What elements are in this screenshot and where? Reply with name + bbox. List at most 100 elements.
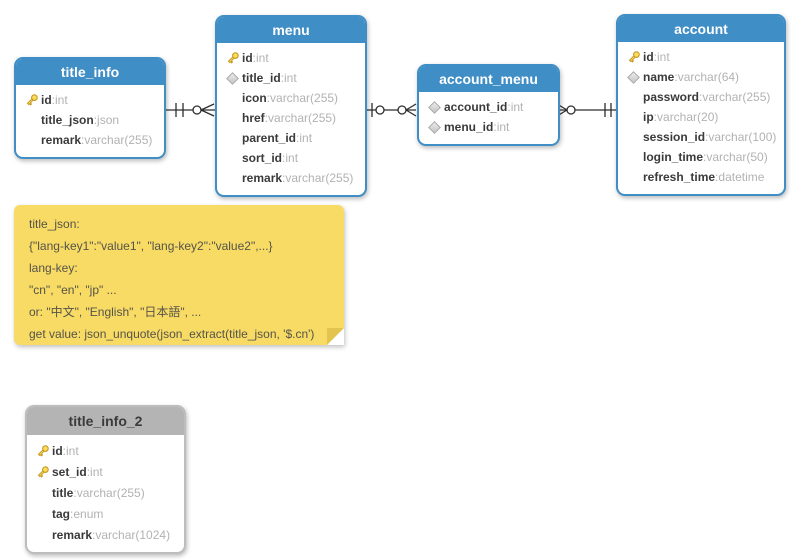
table-row[interactable]: menu_id: int [419, 117, 558, 137]
table-row[interactable]: icon: varchar(255) [217, 88, 365, 108]
field-type: int [285, 151, 299, 165]
field-type: int [510, 100, 524, 114]
relationship-account_menu-account[interactable] [556, 103, 616, 117]
field-name: session_id [643, 130, 706, 144]
field-separator: : [81, 133, 85, 147]
field-separator: : [86, 464, 91, 479]
foreign-key-diamond-icon [223, 71, 242, 85]
table-row[interactable]: sort_id: int [217, 148, 365, 168]
field-separator: : [703, 150, 707, 164]
field-name: id [643, 50, 654, 64]
table-row[interactable]: password: varchar(255) [618, 87, 784, 107]
field-name: ip [643, 110, 654, 124]
table-row[interactable]: id: int [217, 48, 365, 68]
table-row[interactable]: refresh_time: datetime [618, 167, 784, 187]
field-separator: : [653, 110, 658, 124]
table-row[interactable]: id: int [618, 47, 784, 67]
field-name: menu_id [444, 120, 494, 134]
table-row[interactable]: name: varchar(64) [618, 67, 784, 87]
table-row[interactable]: title: varchar(255) [27, 482, 184, 503]
relationship-menu-account_menu[interactable] [367, 103, 417, 117]
field-type: varchar(255) [84, 133, 153, 147]
field-name: title_json [41, 113, 94, 127]
table-row[interactable]: remark: varchar(1024) [27, 524, 184, 545]
field-separator: : [93, 113, 98, 127]
table-row[interactable]: ip: varchar(20) [618, 107, 784, 127]
field-name: remark [41, 133, 82, 147]
field-type: int [657, 50, 670, 64]
field-separator: : [62, 443, 67, 458]
field-name: id [41, 93, 52, 107]
primary-key-icon [33, 465, 52, 479]
field-type: varchar(255) [702, 90, 771, 104]
field-name: tag [52, 506, 70, 521]
field-separator: : [51, 93, 56, 107]
table-header[interactable]: account_menu [419, 66, 558, 92]
table-row[interactable]: login_time: varchar(50) [618, 147, 784, 167]
field-separator: : [70, 506, 74, 521]
table-row[interactable]: parent_id: int [217, 128, 365, 148]
field-name: href [242, 111, 265, 125]
field-type: varchar(20) [657, 110, 719, 124]
table-row[interactable]: title_id: int [217, 68, 365, 88]
field-separator: : [493, 120, 497, 134]
table-title_info[interactable]: title_info id: int title_json: json rema… [14, 57, 166, 159]
table-account_menu[interactable]: account_menu account_id: int menu_id: in… [417, 64, 560, 146]
field-name: icon [242, 91, 267, 105]
table-account[interactable]: account id: int name: varchar(64) passwo… [616, 14, 786, 196]
primary-key-icon [624, 50, 643, 64]
field-separator: : [252, 51, 257, 65]
table-row[interactable]: title_json: json [16, 110, 164, 130]
field-name: parent_id [242, 131, 297, 145]
table-body: id: int name: varchar(64) password: varc… [618, 42, 784, 194]
primary-key-icon [223, 51, 242, 65]
foreign-key-diamond-icon [425, 100, 444, 114]
field-name: set_id [52, 464, 87, 479]
table-row[interactable]: remark: varchar(255) [217, 168, 365, 188]
foreign-key-diamond-icon [425, 120, 444, 134]
table-row[interactable]: account_id: int [419, 97, 558, 117]
table-header[interactable]: title_info [16, 59, 164, 85]
relationship-title_info-menu[interactable] [162, 103, 215, 117]
field-name: title [52, 485, 74, 500]
field-separator: : [280, 71, 285, 85]
field-name: refresh_time [643, 170, 716, 184]
table-header[interactable]: menu [217, 17, 365, 43]
field-separator: : [653, 50, 658, 64]
table-row[interactable]: remark: varchar(255) [16, 130, 164, 150]
sticky-note[interactable]: title_json: {"lang-key1":"value1", "lang… [14, 205, 344, 345]
field-name: id [52, 443, 63, 458]
table-row[interactable]: tag: enum [27, 503, 184, 524]
field-type: varchar(100) [708, 130, 777, 144]
field-separator: : [92, 527, 96, 542]
field-separator: : [282, 151, 286, 165]
table-row[interactable]: set_id: int [27, 461, 184, 482]
field-separator: : [699, 90, 703, 104]
field-separator: : [264, 111, 269, 125]
field-separator: : [282, 171, 286, 185]
field-type: datetime [718, 170, 765, 184]
table-menu[interactable]: menu id: int title_id: int icon: varchar… [215, 15, 367, 197]
table-row[interactable]: id: int [27, 440, 184, 461]
foreign-key-diamond-icon [624, 70, 643, 84]
field-separator: : [674, 70, 678, 84]
field-separator: : [266, 91, 271, 105]
field-type: varchar(255) [285, 171, 354, 185]
table-row[interactable]: id: int [16, 90, 164, 110]
table-title_info_2[interactable]: title_info_2 id: int set_id: int title: … [25, 405, 186, 554]
table-row[interactable]: href: varchar(255) [217, 108, 365, 128]
table-body: id: int set_id: int title: varchar(255) … [27, 435, 184, 552]
note-line: lang-key: [29, 261, 78, 275]
field-separator: : [73, 485, 77, 500]
field-name: login_time [643, 150, 704, 164]
field-type: int [66, 443, 79, 458]
field-name: account_id [444, 100, 508, 114]
field-type: varchar(255) [268, 111, 337, 125]
table-header[interactable]: title_info_2 [27, 407, 184, 435]
field-type: varchar(50) [706, 150, 768, 164]
table-header[interactable]: account [618, 16, 784, 42]
table-row[interactable]: session_id: varchar(100) [618, 127, 784, 147]
field-type: varchar(255) [76, 485, 145, 500]
